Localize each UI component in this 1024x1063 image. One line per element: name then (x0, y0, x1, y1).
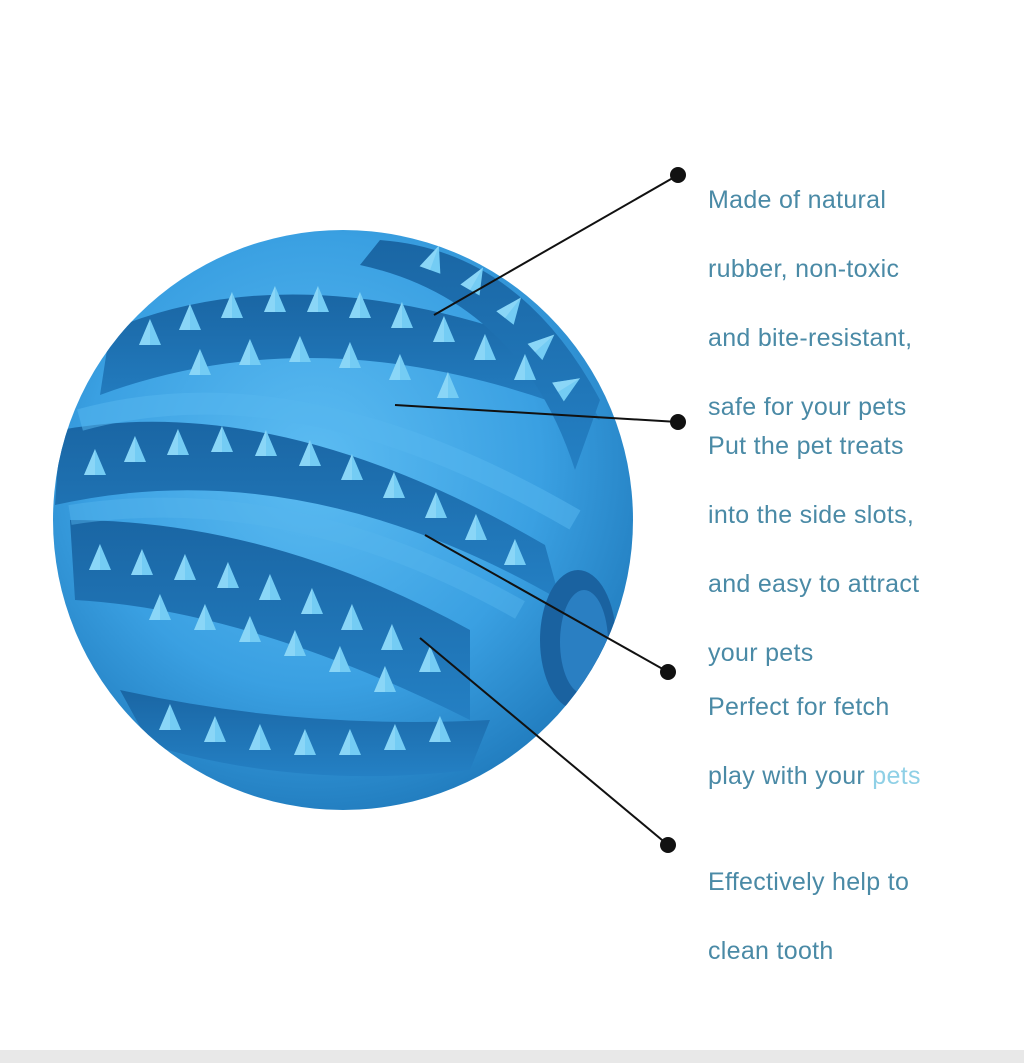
leader-line-4 (419, 637, 669, 846)
leader-line-1 (433, 174, 679, 316)
callout-1-line-2: rubber, non-toxic (708, 254, 900, 283)
callout-2-line-3: and easy to attract (708, 569, 920, 598)
leader-line-3 (424, 534, 669, 673)
leader-dot-2 (670, 414, 686, 430)
leader-lines (394, 174, 679, 846)
callout-2-line-1: Put the pet treats (708, 431, 904, 460)
callout-1-line-1: Made of natural (708, 185, 887, 214)
bottom-bar (0, 1050, 1024, 1063)
leader-dot-4 (660, 837, 676, 853)
callout-3-line-2-main: play with your (708, 761, 873, 790)
callout-treat-slots: Put the pet treats into the side slots, … (708, 394, 919, 705)
callout-2-line-2: into the side slots, (708, 500, 915, 529)
ball-grooves (55, 240, 616, 777)
leader-line-2 (394, 404, 679, 423)
leader-dot-1 (670, 167, 686, 183)
leader-dots (660, 167, 686, 853)
callout-2-line-4: your pets (708, 638, 814, 667)
leader-dot-3 (660, 664, 676, 680)
callout-1-line-4: safe for your pets (708, 392, 907, 421)
callout-4-line-2: clean tooth (708, 936, 834, 965)
callout-4-line-1: Effectively help to (708, 867, 910, 896)
callout-clean-tooth: Effectively help to clean tooth (708, 830, 909, 1003)
callout-3-line-1: Perfect for fetch (708, 692, 890, 721)
callout-3-line-2: play with your pets (708, 759, 921, 794)
callout-fetch-play: Perfect for fetch play with your pets (708, 655, 921, 828)
callout-1-line-3: and bite-resistant, (708, 323, 913, 352)
callout-3-line-2-faded: pets (872, 761, 921, 790)
callout-natural-rubber: Made of natural rubber, non-toxic and bi… (708, 148, 912, 459)
